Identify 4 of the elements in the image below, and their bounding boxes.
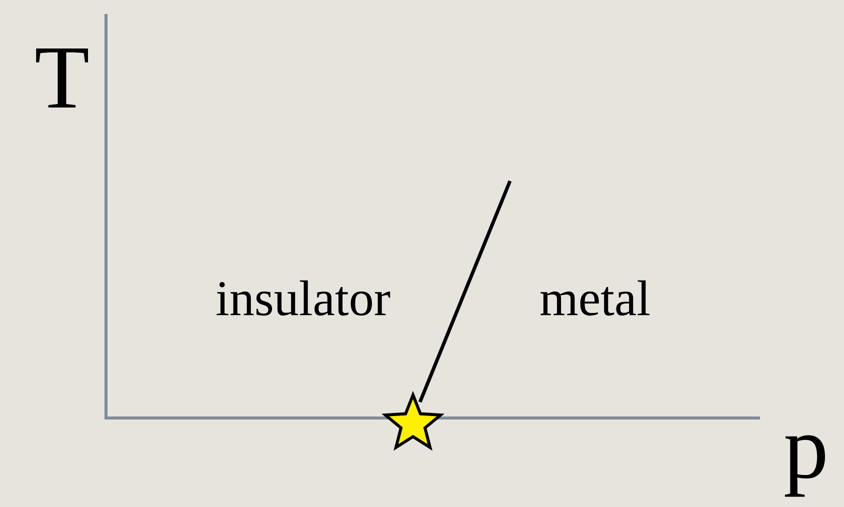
region-label: metal: [540, 280, 650, 316]
axis-label: p: [784, 435, 825, 497]
region-label: insulator: [216, 280, 390, 316]
axis-label: T: [36, 48, 88, 108]
